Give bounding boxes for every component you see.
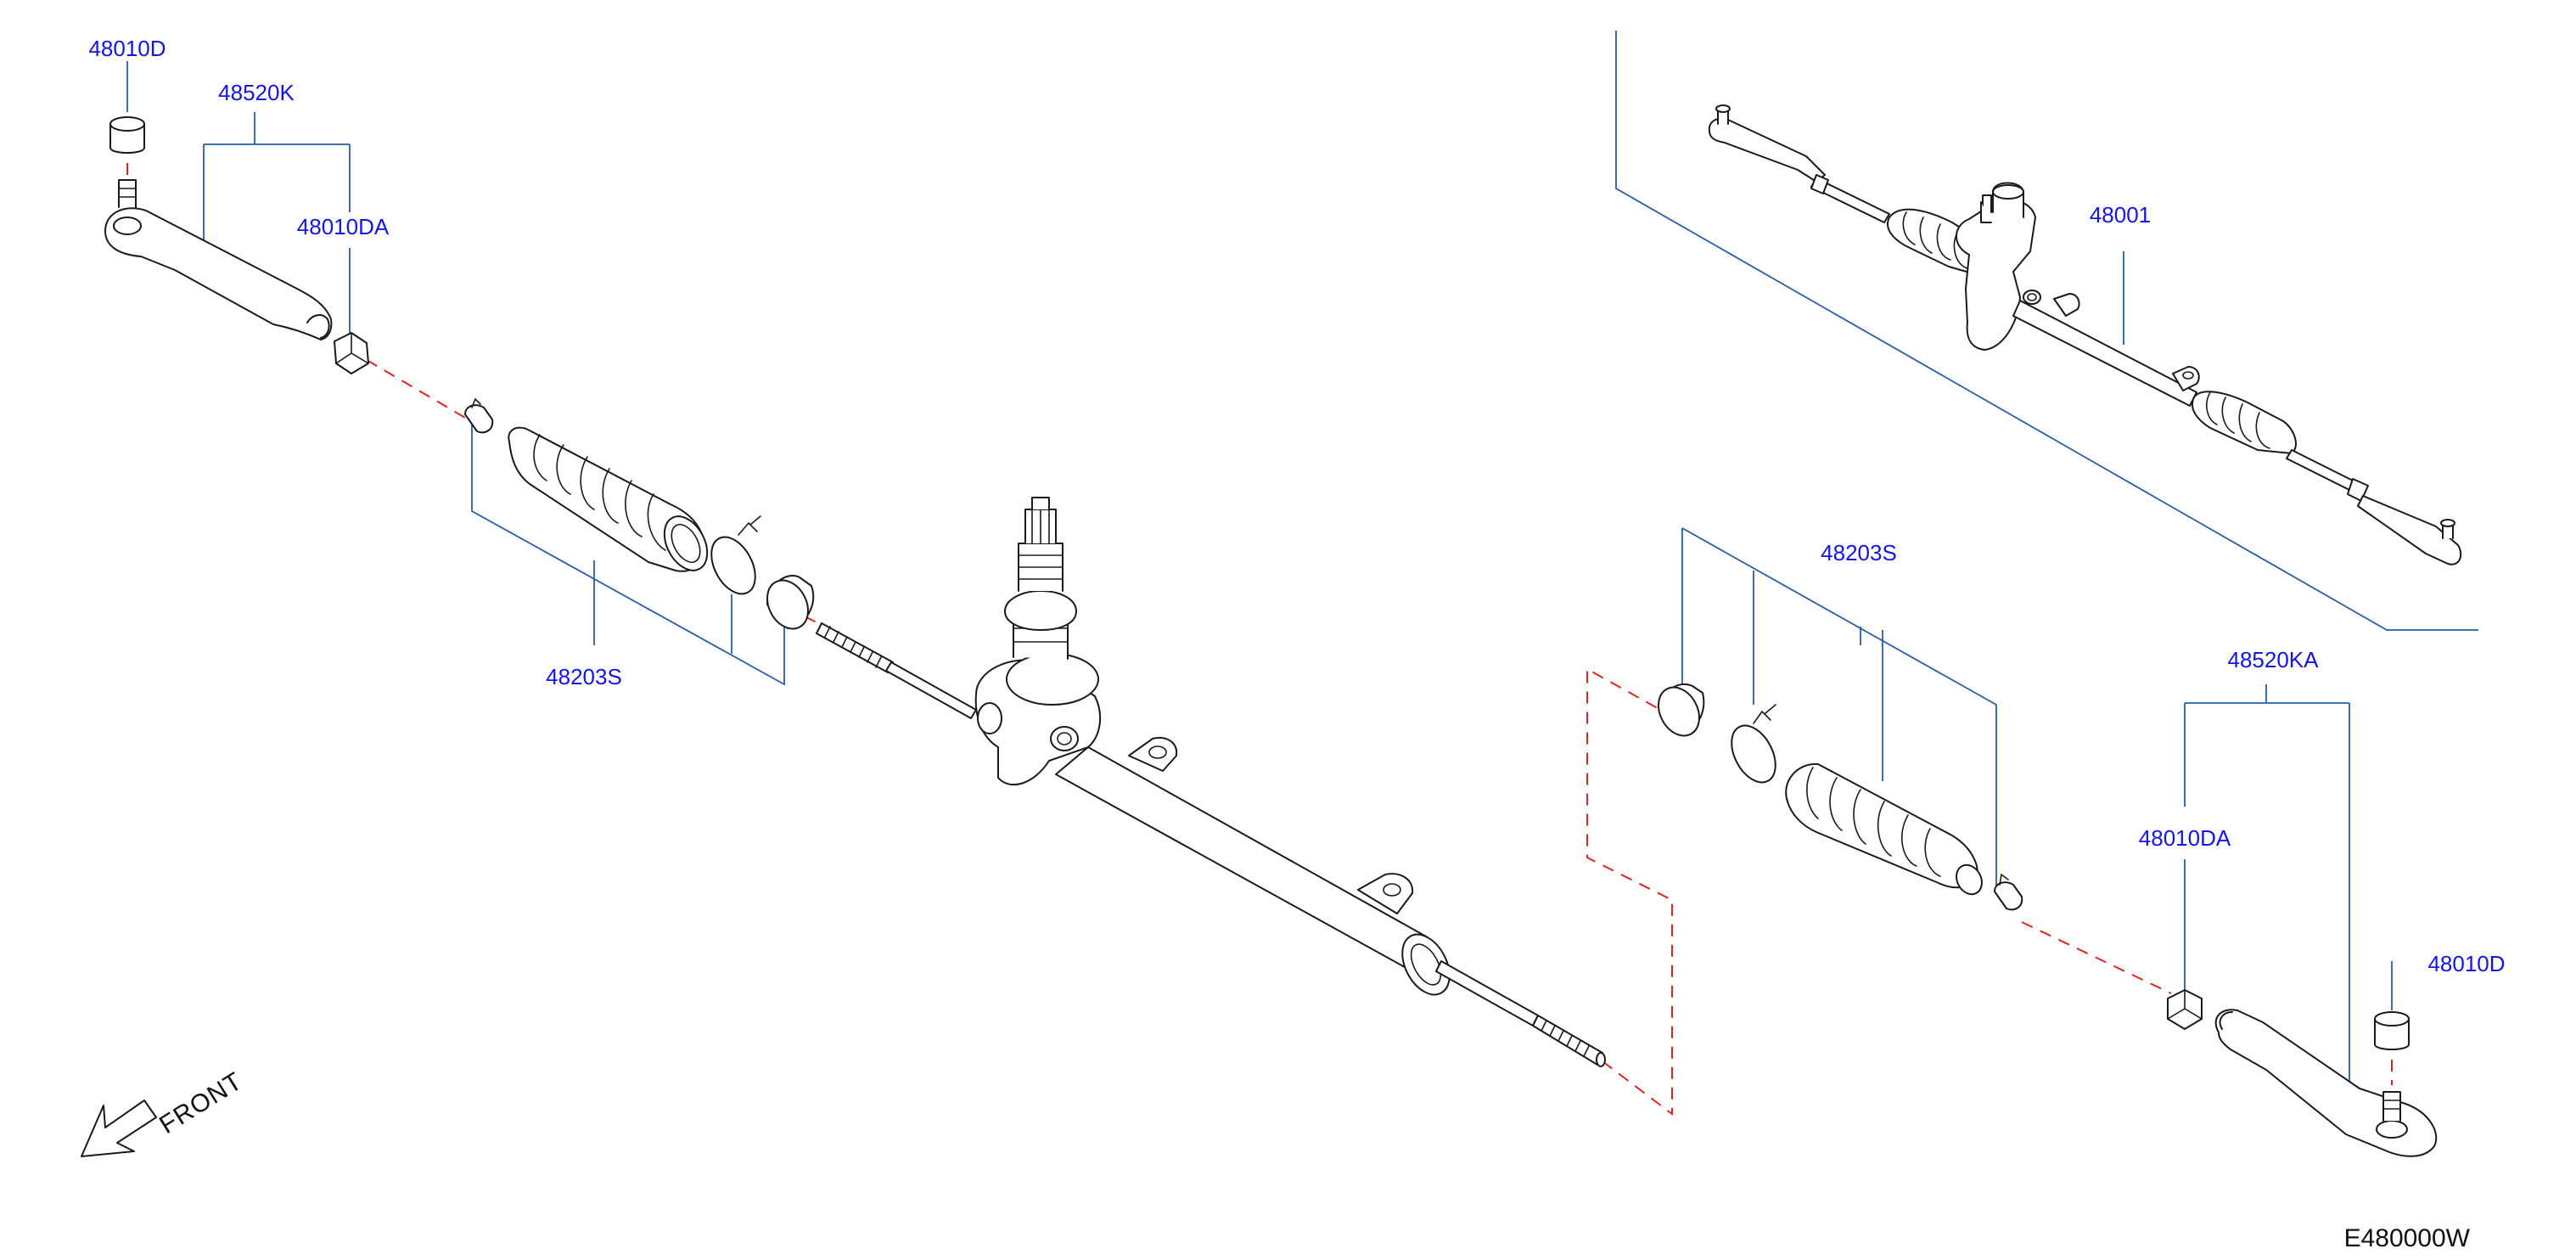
leader-boot-kit-right (1681, 527, 1997, 890)
leader-boot-kit-left (471, 425, 785, 686)
nut-right (2374, 1011, 2410, 1050)
band-right (1658, 683, 1705, 737)
callout-boot-kit-left: 48203S (546, 664, 622, 689)
clamp-right (1731, 704, 1776, 784)
band-left (766, 575, 815, 630)
steering-rack-main (816, 497, 1606, 1067)
tie-rod-end-left (104, 179, 333, 340)
boot-clip-small-left (464, 397, 494, 434)
callout-tie-rod-end-right: 48520KA (2228, 647, 2320, 672)
diagram-code: E480000W (2344, 1224, 2471, 1252)
boot-clip-small-right (1994, 873, 2023, 911)
locknut-left (334, 332, 369, 374)
front-direction-indicator: FRONT (81, 1067, 248, 1157)
leader-gear-assembly (1615, 31, 2478, 631)
boot-right (1785, 762, 1983, 896)
callout-gear-assembly: 48001 (2090, 202, 2151, 228)
callout-locknut-right: 48010DA (2139, 825, 2231, 851)
gear-assembly-inset (1708, 104, 2462, 565)
clamp-left (710, 515, 761, 595)
leader-tie-rod-end-left (203, 112, 351, 255)
locknut-right (2167, 989, 2203, 1030)
front-label: FRONT (154, 1067, 247, 1139)
nut-left (109, 116, 145, 154)
callout-locknut-left: 48010DA (297, 214, 390, 239)
callout-boot-kit-right: 48203S (1821, 540, 1897, 565)
callout-nut-right: 48010D (2427, 951, 2505, 976)
callout-nut-left: 48010D (88, 36, 166, 61)
callout-labels: 48010D 48520K 48010DA 48203S 48001 48203… (88, 36, 2505, 976)
front-arrow-icon (81, 1100, 157, 1157)
alignment-lines (126, 163, 2393, 1117)
alignment-boot-to-locknut-right (2021, 921, 2172, 994)
alignment-locknut-to-boot-left (366, 359, 466, 419)
tie-rod-end-right (2214, 1009, 2438, 1157)
leader-lines (126, 31, 2478, 1102)
boot-left (508, 426, 709, 572)
callout-tie-rod-end-left: 48520K (218, 80, 295, 105)
leader-tie-rod-end-right (2184, 684, 2350, 1102)
alignment-rack-to-right-parts (1586, 667, 1673, 1117)
